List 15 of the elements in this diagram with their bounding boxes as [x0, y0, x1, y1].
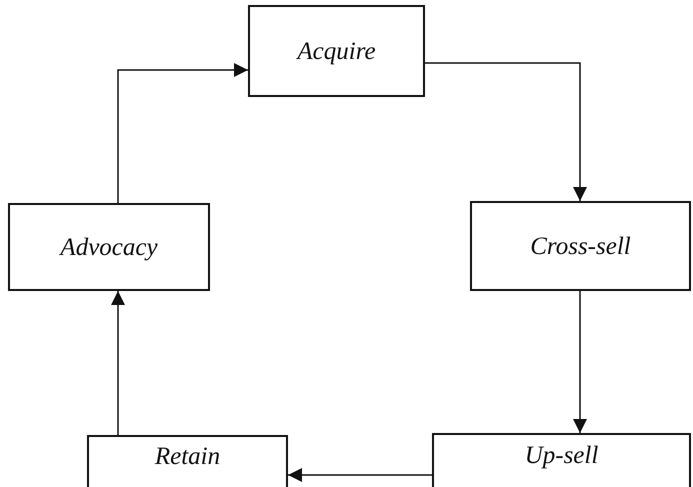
box-label: Acquire — [297, 38, 376, 64]
process-box — [8, 203, 210, 291]
box-label: Cross-sell — [530, 234, 631, 258]
process-box — [248, 5, 425, 97]
arrow — [288, 468, 432, 482]
arrow — [425, 62, 587, 201]
arrow — [573, 291, 587, 433]
arrow — [111, 291, 125, 435]
box-label: Retain — [154, 444, 220, 468]
arrow — [117, 63, 248, 203]
process-box — [470, 201, 691, 291]
process-box — [87, 435, 288, 487]
box-label: Up-sell — [524, 442, 598, 468]
process-box — [432, 433, 691, 487]
box-label: Advocacy — [60, 234, 158, 260]
